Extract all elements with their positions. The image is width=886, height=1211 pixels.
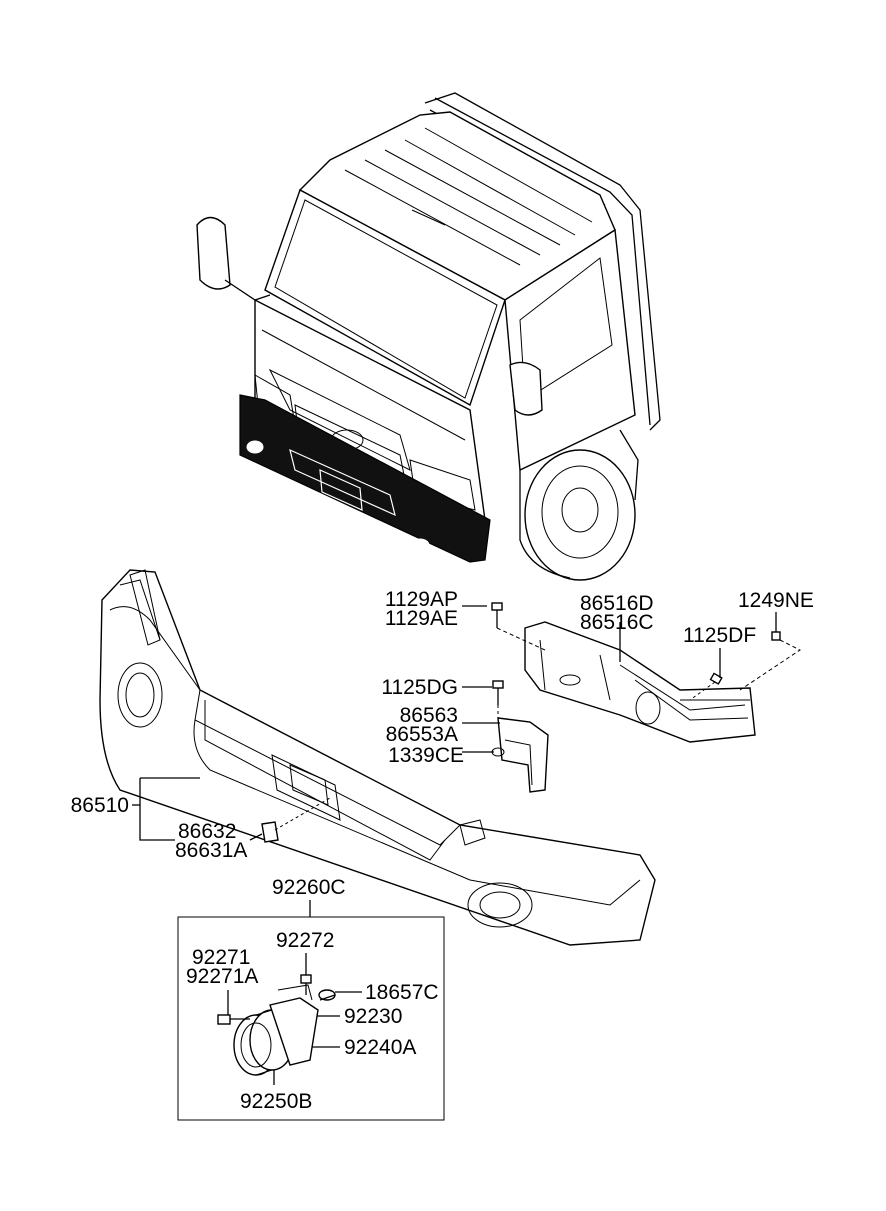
leader-lines [132,605,777,1085]
label-86510: 86510 [71,794,129,817]
label-92250B: 92250B [240,1090,312,1113]
part-labels: 1129AP 1129AE 86516D 86516C 1249NE 1125D… [71,588,814,1113]
label-92271A: 92271A [186,965,258,988]
label-86632: 86632 [178,820,236,843]
label-92260C: 92260C [272,876,346,899]
label-1125DG: 1125DG [381,676,458,699]
label-86516C: 86516C [580,611,654,634]
label-1249NE: 1249NE [738,589,814,612]
label-86563: 86563 [400,704,458,727]
fog-lamp-assembly-box [177,916,445,1121]
label-1339CE: 1339CE [388,744,464,767]
label-1125DF: 1125DF [683,624,756,647]
label-1129AP: 1129AP [385,588,458,611]
truck-cab-illustration [196,92,661,581]
front-bumper-illustration [99,569,656,946]
fasteners [261,602,801,843]
label-92271: 92271 [192,946,250,969]
label-92240A: 92240A [344,1036,416,1059]
bumper-reinforcement-illustration [524,621,756,743]
label-92230: 92230 [344,1005,402,1028]
label-92272: 92272 [276,929,334,952]
label-86516D: 86516D [580,592,654,615]
bumper-bracket-illustration [491,717,549,793]
label-86553A: 86553A [386,723,458,746]
label-86631A: 86631A [175,839,247,862]
label-18657C: 18657C [365,981,439,1004]
label-1129AE: 1129AE [385,607,458,630]
